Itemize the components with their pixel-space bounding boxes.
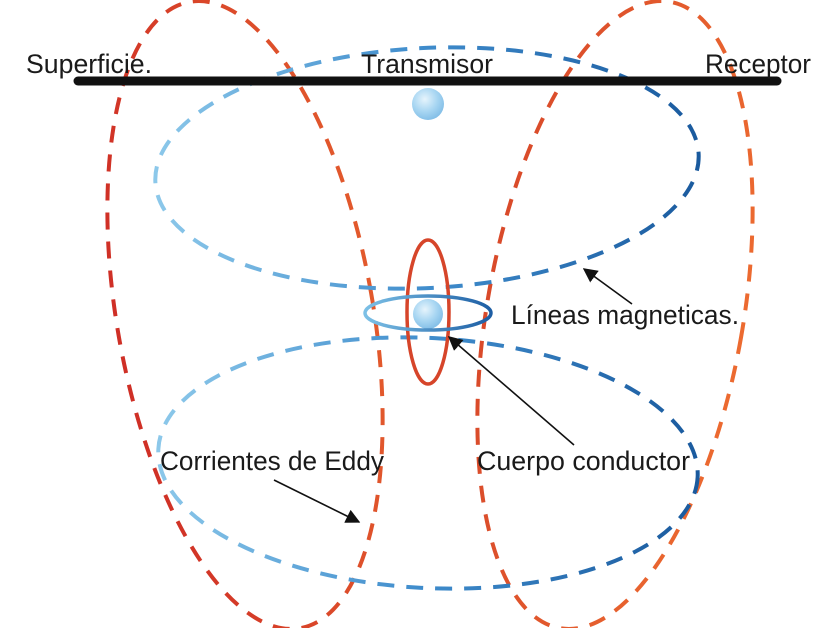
- transmitter-sphere: [412, 88, 444, 120]
- conductor-magnetic-loop: [363, 294, 493, 332]
- conductor-eddy-loop: [405, 238, 451, 386]
- magnetic-lines-arrow: [582, 268, 633, 305]
- surface-label: Superficie.: [26, 49, 152, 79]
- receiver-label: Receptor: [705, 49, 811, 79]
- eddy-currents-label: Corrientes de Eddy: [160, 446, 384, 476]
- conductor-sphere: [413, 299, 443, 329]
- magnetic-line-upper: [153, 45, 701, 291]
- eddy-current-loop-left: [105, 0, 385, 628]
- magnetic-line-lower: [156, 335, 700, 591]
- transmitter-label: Transmisor: [361, 49, 493, 79]
- magnetic-lines-label: Líneas magneticas.: [511, 300, 739, 330]
- eddy-currents-arrow: [273, 479, 361, 523]
- conductor-body-arrow: [447, 336, 575, 446]
- conductor-body-label: Cuerpo conductor: [477, 446, 690, 476]
- eddy-current-loop-right: [475, 0, 755, 628]
